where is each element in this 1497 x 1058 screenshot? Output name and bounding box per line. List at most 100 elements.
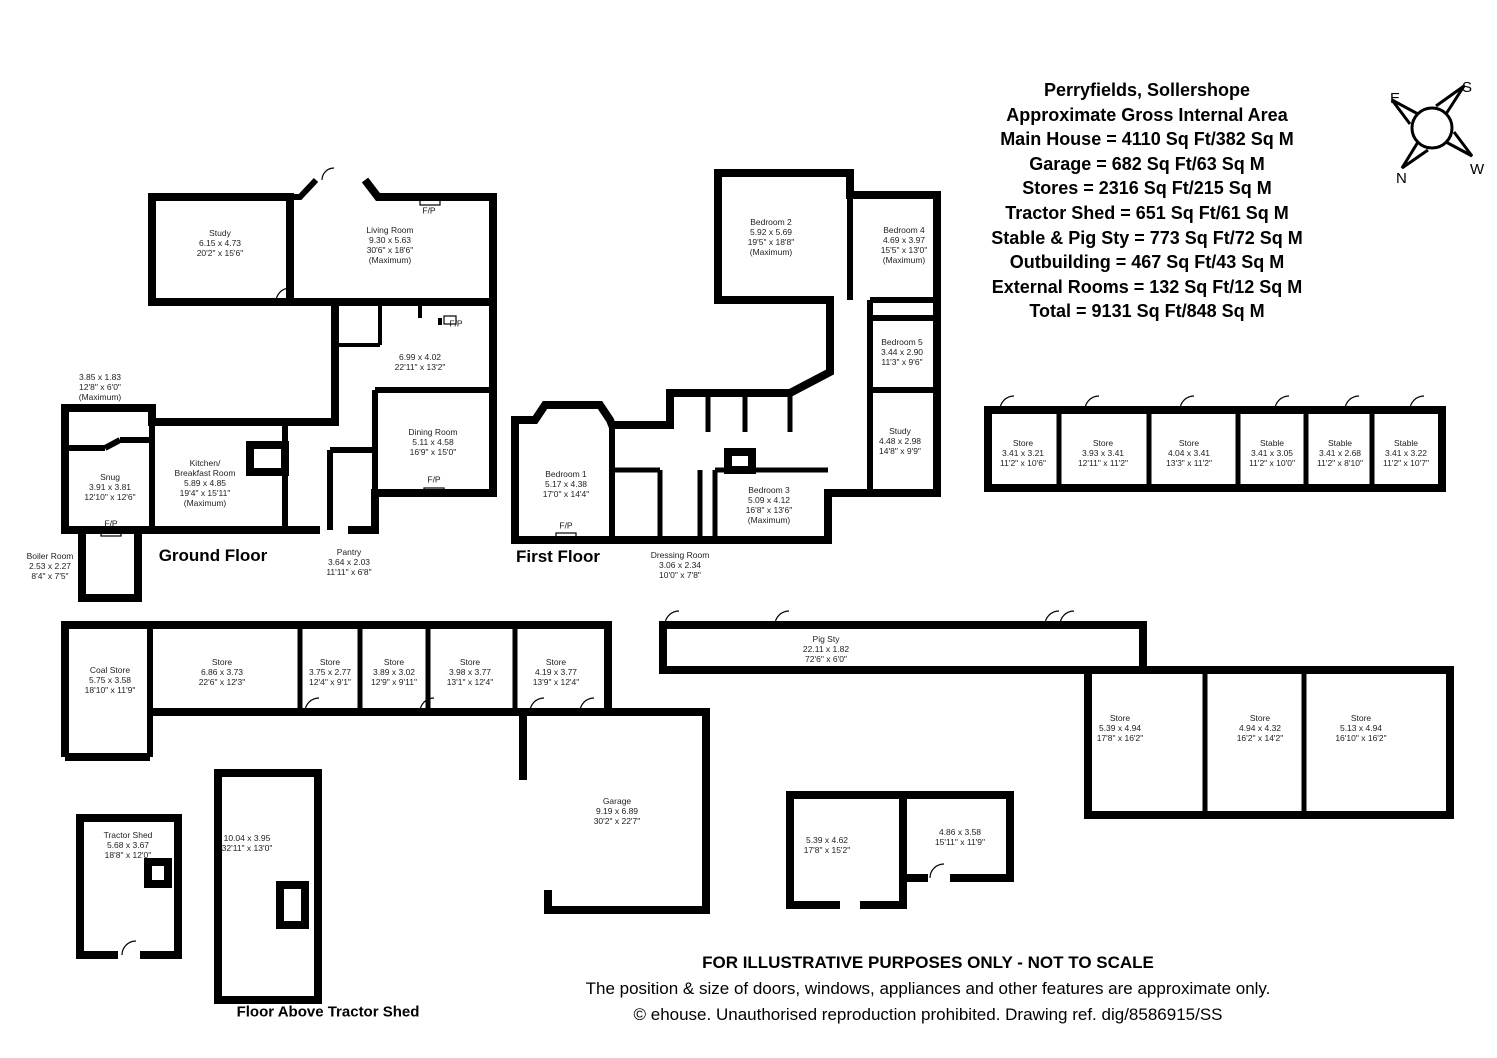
room-dimension: 15'5" x 13'0"	[880, 245, 928, 255]
first-floor-label: First Floor	[515, 547, 601, 566]
room-dimension: 4.04 x 3.41	[1167, 448, 1211, 458]
room-name: Boiler Room	[26, 551, 74, 561]
staircase	[144, 858, 172, 888]
disclaimer: FOR ILLUSTRATIVE PURPOSES ONLY - NOT TO …	[702, 953, 1154, 972]
room-dimension: 4.19 x 3.77	[534, 667, 578, 677]
staircase	[246, 441, 289, 476]
room-name: Store	[211, 657, 233, 667]
door-swing	[1179, 395, 1195, 411]
door-swing	[929, 863, 945, 879]
room-dimension: 8'4" x 7'5"	[31, 571, 69, 581]
compass-s: S	[1462, 79, 1472, 96]
room-dimension: 2.53 x 2.27	[28, 561, 72, 571]
fireplace-icon	[419, 198, 441, 206]
room-dimension: 13'9" x 12'4"	[532, 677, 580, 687]
room-dimension: 30'6" x 18'6"	[366, 245, 414, 255]
room-dimension: 17'0" x 14'4"	[542, 489, 590, 499]
room-name: Coal Store	[89, 665, 131, 675]
room-dimension: 13'3" x 11'2"	[1166, 458, 1212, 468]
pig-sty-walls	[659, 621, 1147, 674]
room-dimension: 6.86 x 3.73	[200, 667, 244, 677]
room-dimension: 22'6" x 12'3"	[198, 677, 246, 687]
room-dimension: 5.17 x 4.38	[544, 479, 588, 489]
room-name: Stable	[1327, 438, 1353, 448]
room-name: Dressing Room	[650, 550, 710, 560]
compass-w: W	[1470, 161, 1485, 178]
wall	[290, 177, 319, 200]
floor-above-tractor-shed-walls	[214, 769, 322, 1004]
fireplace-icon	[100, 529, 122, 537]
area-summary: Perryfields, Sollershope Approximate Gro…	[991, 78, 1303, 324]
door-swing	[579, 697, 595, 713]
door-swing	[1084, 395, 1100, 411]
room-dimension: 16'9" x 15'0"	[409, 447, 457, 457]
room-name: Store	[1012, 438, 1034, 448]
room-name: Study	[889, 426, 911, 436]
room-dimension: 13'1" x 12'4"	[446, 677, 494, 687]
room-dimension: (Maximum)	[749, 247, 793, 257]
room-name: Store	[1249, 713, 1271, 723]
room-dimension: 3.75 x 2.77	[308, 667, 352, 677]
room-dimension: 22.11 x 1.82	[802, 644, 850, 654]
room-dimension: 9.19 x 6.89	[595, 806, 639, 816]
room-dimension: (Maximum)	[747, 515, 791, 525]
room-dimension: 17'8" x 15'2"	[803, 845, 851, 855]
room-dimension: 3.93 x 3.41	[1081, 448, 1125, 458]
room-name: Dining Room	[408, 427, 458, 437]
room-dimension: 3.41 x 3.05	[1250, 448, 1294, 458]
door-swing	[774, 610, 790, 626]
door-swing	[529, 697, 545, 713]
room-dimension: 18'8" x 12'0"	[104, 850, 152, 860]
fireplace-label-hall: F/P	[449, 318, 463, 329]
room-dimension: 16'10" x 16'2"	[1335, 733, 1387, 743]
room-name: Bedroom 4	[883, 225, 925, 235]
room-dimension: 11'2" x 10'6"	[1000, 458, 1046, 468]
room-name: Study	[209, 228, 231, 238]
room-dimension: 14'8" x 9'9"	[879, 446, 921, 456]
room-name: Store	[459, 657, 481, 667]
room-name: 3.85 x 1.83	[78, 372, 122, 382]
room-dimension: 5.68 x 3.67	[106, 840, 150, 850]
room-name: Garage	[602, 796, 632, 806]
compass-n: N	[1396, 170, 1407, 187]
floor-above-tractor-shed-label: Floor Above Tractor Shed	[236, 1003, 420, 1021]
area-total: Total = 9131 Sq Ft/848 Sq M	[1029, 301, 1265, 322]
doors-and-fixtures	[100, 167, 1425, 956]
room-dimension: 11'11" x 6'8"	[326, 567, 372, 577]
wall	[860, 795, 907, 909]
room-dimension: 4.69 x 3.97	[882, 235, 926, 245]
room-dimension: 12'8" x 6'0"	[79, 382, 121, 392]
stores-block	[1084, 666, 1454, 819]
door-swing	[321, 167, 335, 181]
room-name: Bedroom 2	[750, 217, 792, 227]
room-dimension: 4.48 x 2.98	[878, 436, 922, 446]
room-dimension: 19'5" x 18'8"	[747, 237, 795, 247]
fireplace-icon	[443, 315, 457, 325]
staircase	[276, 881, 309, 929]
room-dimension: 5.39 x 4.94	[1098, 723, 1142, 733]
room-dimension: Breakfast Room	[174, 468, 236, 478]
room-name: Kitchen/	[189, 458, 221, 468]
room-dimension: 12'9" x 9'11"	[371, 677, 417, 687]
room-dimension: 3.98 x 3.77	[448, 667, 492, 677]
room-name: Bedroom 5	[881, 337, 923, 347]
room-dimension: 5.11 x 4.58	[412, 437, 454, 447]
room-name: 4.86 x 3.58	[938, 827, 982, 837]
room-dimension: (Maximum)	[78, 392, 122, 402]
